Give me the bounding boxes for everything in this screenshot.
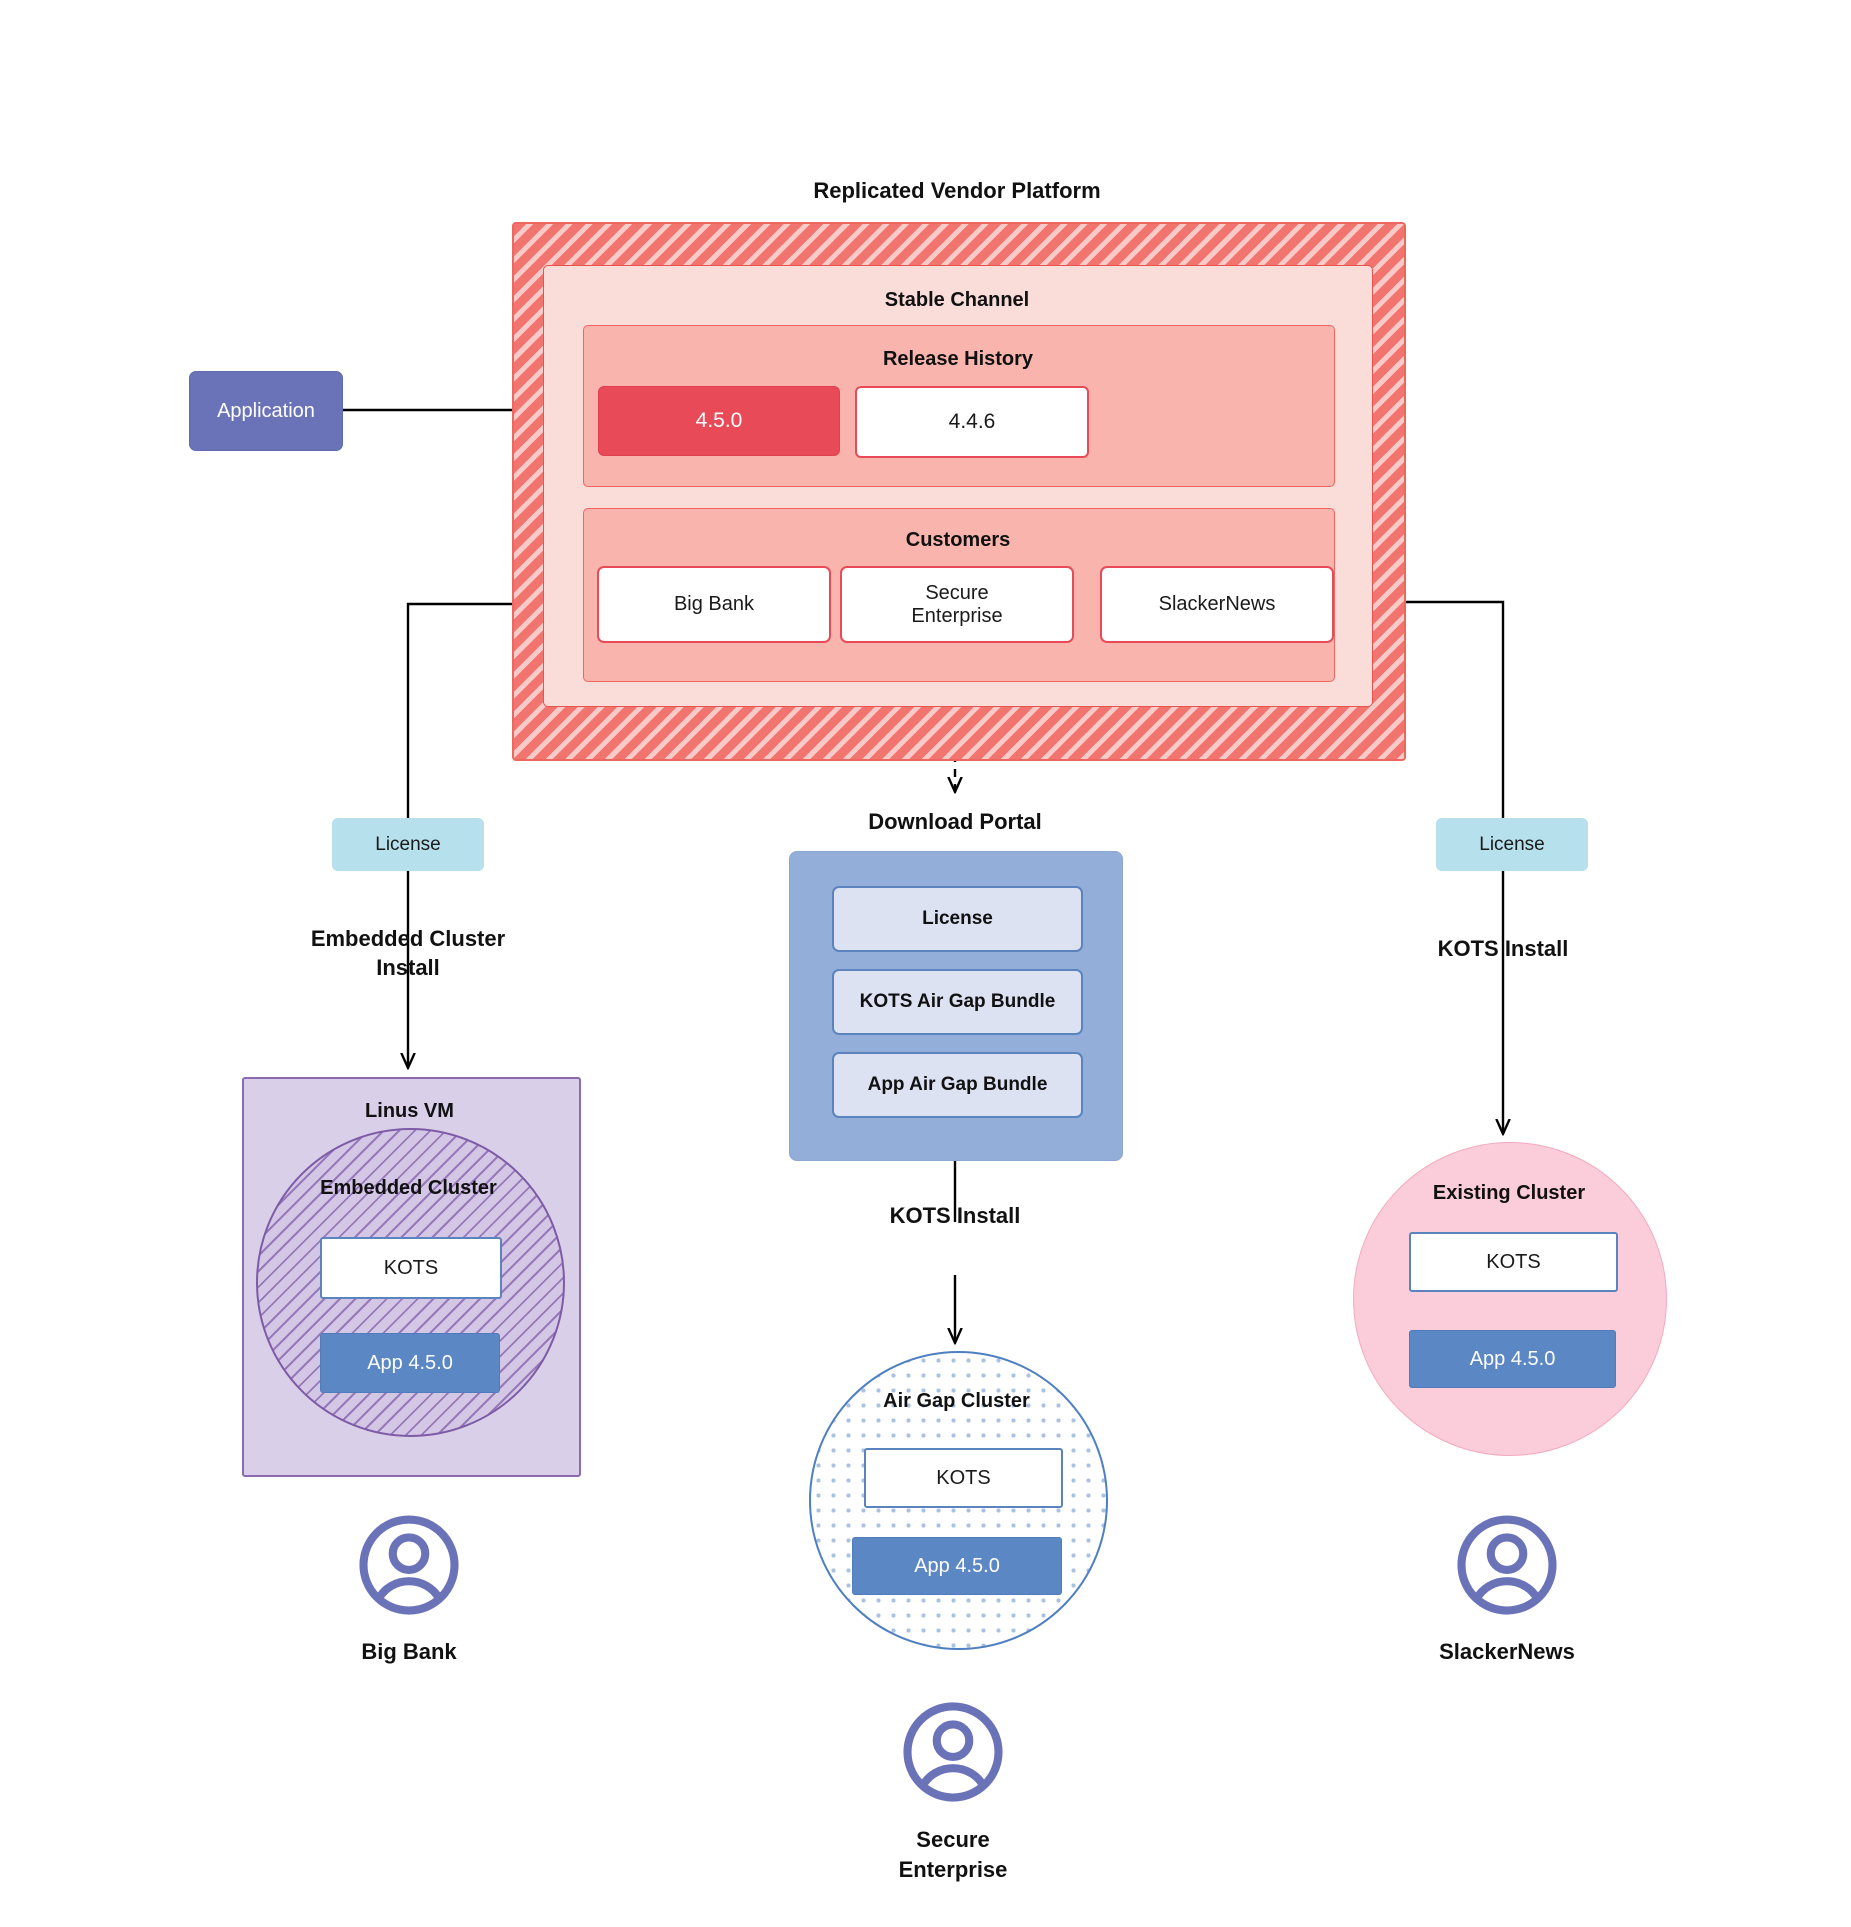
embedded-cluster-kots-box[interactable]: KOTS	[320, 1237, 502, 1299]
air-gap-cluster-title: Air Gap Cluster	[883, 1390, 1030, 1412]
customer-box-big-bank[interactable]: Big Bank	[597, 566, 831, 643]
air-gap-cluster-app-box[interactable]: App 4.5.0	[852, 1537, 1062, 1595]
flow-label-kots-install-right: KOTS Install	[1437, 936, 1569, 961]
application-node[interactable]: Application	[189, 371, 343, 451]
existing-cluster-title: Existing Cluster	[1432, 1182, 1586, 1204]
air-gap-cluster-kots-box[interactable]: KOTS	[864, 1448, 1063, 1508]
existing-cluster-kots-box[interactable]: KOTS	[1409, 1232, 1618, 1292]
release-box-previous[interactable]: 4.4.6	[855, 386, 1089, 458]
customer-label-secure-enterprise: Secure Enterprise	[898, 1827, 1008, 1882]
license-chip-right[interactable]: License	[1436, 818, 1588, 871]
download-item-app-air-gap-bundle[interactable]: App Air Gap Bundle	[832, 1052, 1083, 1118]
download-portal-title: Download Portal	[868, 809, 1042, 834]
customers-title: Customers	[905, 529, 1011, 551]
flow-label-embedded-cluster-install: Embedded Cluster Install	[310, 926, 506, 980]
existing-cluster-circle	[1353, 1142, 1667, 1456]
existing-cluster-app-box[interactable]: App 4.5.0	[1409, 1330, 1616, 1388]
stable-channel-title: Stable Channel	[884, 289, 1030, 311]
release-history-title: Release History	[882, 348, 1034, 370]
release-box-current[interactable]: 4.5.0	[598, 386, 840, 456]
embedded-cluster-title: Embedded Cluster	[320, 1177, 497, 1199]
embedded-cluster-app-box[interactable]: App 4.5.0	[320, 1333, 500, 1393]
customer-label-slackernews: SlackerNews	[1439, 1639, 1575, 1664]
linux-vm-title: Linus VM	[365, 1100, 454, 1122]
download-item-license[interactable]: License	[832, 886, 1083, 952]
avatar-slackernews	[1455, 1513, 1559, 1617]
avatar-secure-enterprise	[901, 1700, 1005, 1804]
page-title: Replicated Vendor Platform	[813, 178, 1101, 203]
license-chip-left[interactable]: License	[332, 818, 484, 871]
customer-label-big-bank: Big Bank	[361, 1639, 457, 1664]
customer-box-slackernews[interactable]: SlackerNews	[1100, 566, 1334, 643]
customer-box-secure-enterprise[interactable]: Secure Enterprise	[840, 566, 1074, 643]
flow-label-kots-install-center: KOTS Install	[889, 1203, 1021, 1228]
download-item-kots-air-gap-bundle[interactable]: KOTS Air Gap Bundle	[832, 969, 1083, 1035]
avatar-big-bank	[357, 1513, 461, 1617]
